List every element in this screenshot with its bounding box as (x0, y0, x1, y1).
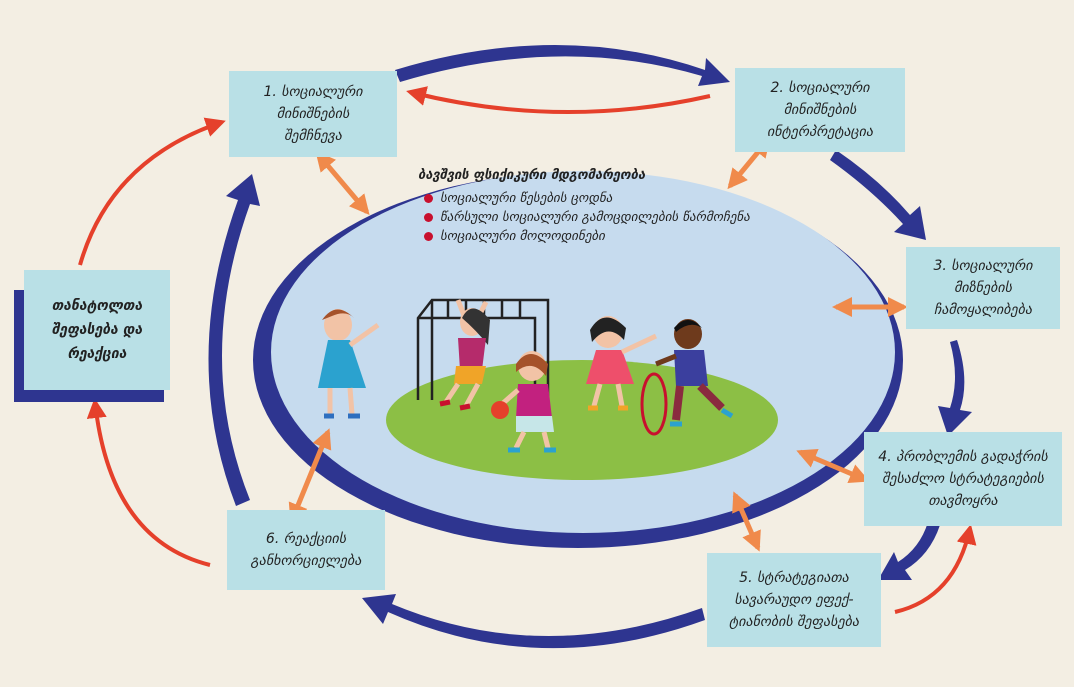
mental-state-item: წარსული სოციალური გამოცდილების წარმოჩენა (418, 208, 758, 227)
step-6-line-2: განხორციელება (250, 553, 362, 569)
step-1-box: 1. სოციალური მინიშნების შემჩნევა (229, 71, 397, 157)
step-2-line-1: 2. სოციალური (770, 80, 870, 96)
child-pointing (586, 316, 658, 411)
mental-state-block: ბავშვის ფსიქიკური მდგომარეობა სოციალური … (418, 166, 758, 246)
step-1-line-2: მინიშნების (276, 106, 350, 122)
bullet-dot-icon (424, 232, 433, 241)
bullet-dot-icon (424, 213, 433, 222)
child-standing (318, 309, 380, 419)
step-2-box: 2. სოციალური მინიშნების ინტერპრეტაცია (735, 68, 905, 152)
peer-line-3: რეაქცია (67, 346, 127, 362)
double-arrow-icon (288, 136, 908, 552)
step-3-box: 3. სოციალური მიზნების ჩამოყალიბება (906, 247, 1060, 329)
step-2-line-2: მინიშნების (783, 102, 857, 118)
step-3-line-1: 3. სოციალური (933, 258, 1033, 274)
child-hanging (439, 299, 490, 411)
bullet-dot-icon (424, 194, 433, 203)
cycle-arrow-icon (208, 45, 972, 649)
peer-line-2: შეფასება და (51, 322, 143, 338)
mental-state-title: ბავშვის ფსიქიკური მდგომარეობა (418, 168, 646, 183)
step-2-line-3: ინტერპრეტაცია (767, 124, 873, 140)
step-6-box: 6. რეაქციის განხორციელება (227, 510, 385, 590)
green-field (386, 360, 778, 480)
step-4-line-1: 4. პრობლემის გადაჭრის (878, 449, 1048, 465)
step-5-line-1: 5. სტრატეგიათა (739, 570, 849, 586)
step-3-line-3: ჩამოყალიბება (934, 302, 1032, 318)
mental-state-item: სოციალური მოლოდინები (418, 227, 758, 246)
step-4-line-2: შესაძლო სტრატეგიების (882, 471, 1044, 487)
mental-state-item-text: სოციალური წესების ცოდნა (440, 191, 613, 206)
mental-state-list: სოციალური წესების ცოდნა წარსული სოციალურ… (418, 189, 758, 246)
step-5-box: 5. სტრატეგიათა სავარაუდო ეფექ- ტიანობის … (707, 553, 881, 647)
child-with-hoop (640, 319, 734, 436)
child-with-ball (491, 351, 556, 453)
mental-state-item-text: სოციალური მოლოდინები (440, 229, 605, 244)
step-4-line-3: თავმოყრა (928, 493, 998, 509)
step-5-line-2: სავარაუდო ეფექ- (734, 592, 854, 608)
step-1-line-3: შემჩნევა (284, 128, 342, 144)
peer-line-1: თანატოლთა (51, 298, 143, 314)
step-1-line-1: 1. სოციალური (263, 84, 363, 100)
feedback-arrow-icon (78, 86, 977, 614)
mental-state-item: სოციალური წესების ცოდნა (418, 189, 758, 208)
mental-state-item-text: წარსული სოციალური გამოცდილების წარმოჩენა (440, 210, 750, 225)
step-5-line-3: ტიანობის შეფასება (729, 614, 859, 630)
peer-evaluation-box: თანატოლთა შეფასება და რეაქცია (24, 270, 170, 390)
monkey-bars (416, 298, 550, 400)
step-4-box: 4. პრობლემის გადაჭრის შესაძლო სტრატეგიებ… (864, 432, 1062, 526)
step-6-line-1: 6. რეაქციის (265, 531, 347, 547)
step-3-line-2: მიზნების (954, 280, 1012, 296)
